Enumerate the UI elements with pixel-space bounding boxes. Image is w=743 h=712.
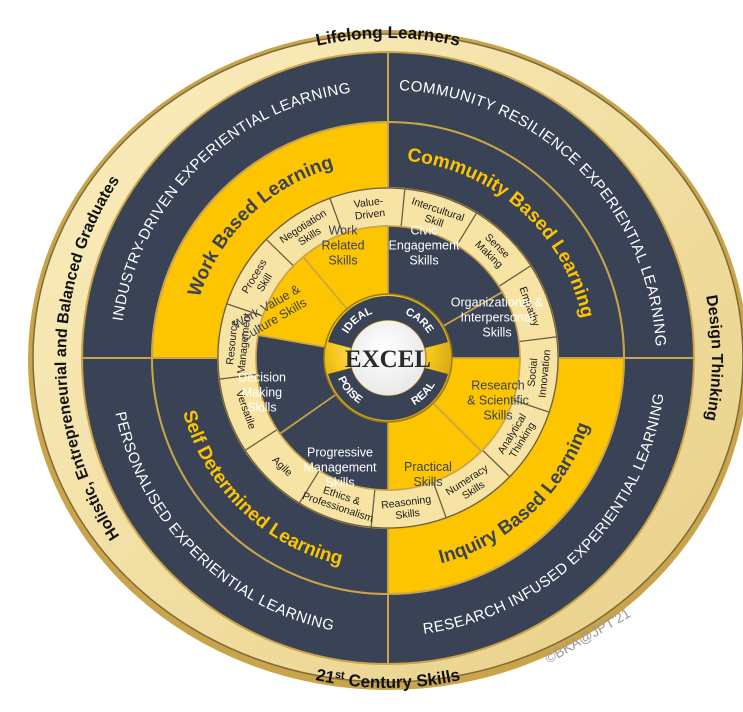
hub-center-title: EXCEL: [345, 346, 431, 373]
hub-band-bottom: [328, 367, 448, 420]
skill-label: SocialInnovation: [525, 348, 554, 399]
wheel-shapes: [28, 30, 743, 690]
skill-label: Value-Driven: [353, 195, 386, 223]
hub-band-top: [328, 296, 448, 349]
outer-label-right: Design Thinking: [702, 294, 725, 422]
